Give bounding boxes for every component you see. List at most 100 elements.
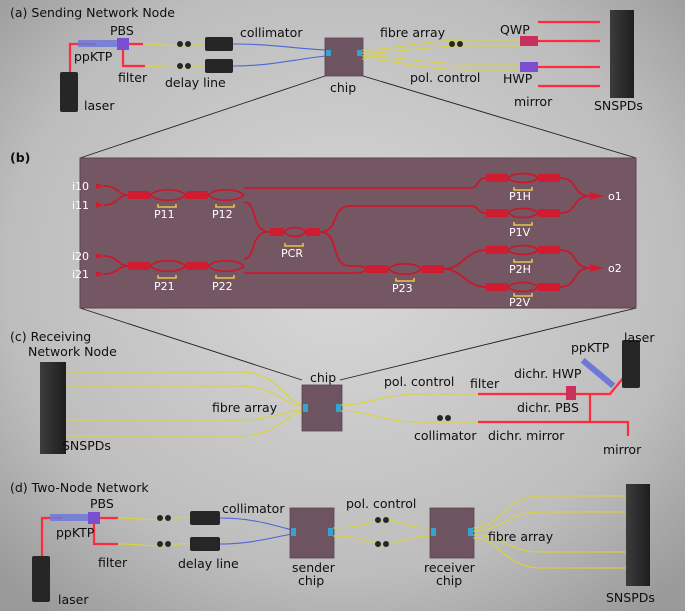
mmi-11a: [128, 191, 150, 199]
heater-p2v: [513, 293, 533, 297]
mirror-label-a: mirror: [514, 94, 553, 109]
ppktp-crystal-d: [50, 514, 90, 521]
mmi-1h-b: [538, 174, 560, 182]
mzi-p11: [149, 188, 187, 202]
mzi-pcr: [283, 226, 307, 238]
wg-pcr-to-bottom: [319, 231, 360, 267]
fibre-d-8: [472, 511, 628, 532]
heater-p1v: [513, 222, 533, 226]
laser-label-a: laser: [84, 98, 115, 113]
chip-label-a: chip: [330, 80, 356, 95]
delay-line-label-a: delay line: [165, 75, 226, 90]
fibre-loop-d-3: [157, 541, 163, 547]
fibre-c-6: [340, 410, 478, 423]
fibre-d-7: [472, 495, 628, 529]
wg-p23-in: [359, 265, 367, 274]
qwp-label-a: QWP: [500, 22, 530, 37]
panel-b-title: (b): [10, 150, 30, 165]
fibre-a-7: [361, 55, 520, 65]
chip-a-coupler-out: [357, 50, 362, 56]
split-beams-d: [92, 516, 118, 546]
snspds-label-c: SNSPDs: [62, 438, 111, 453]
receiver-chip-label-2: chip: [436, 573, 462, 588]
ps-p2v: P2V: [509, 296, 531, 309]
fibre-d-10: [472, 537, 628, 569]
pol-paddle-d-1: [375, 517, 381, 523]
qwp-a-1: [520, 36, 538, 46]
fibre-loop-a-3: [177, 63, 183, 69]
chip-label-c: chip: [310, 370, 336, 385]
filter-label-d: filter: [98, 555, 128, 570]
heater-p23: [395, 278, 415, 282]
zoom-lines-bottom: [79, 307, 637, 381]
fibre-a-1: [142, 42, 211, 47]
fibre-a-4: [232, 55, 327, 67]
ppktp-crystal-a: [78, 40, 118, 47]
wg-bottom-combine: [559, 249, 591, 288]
fibre-d-2: [117, 542, 191, 547]
mmi-23a: [366, 265, 388, 273]
panel-b: (b) i10 i11 i20 i21 P11 P12 PCR: [10, 150, 637, 309]
split-beams-a: [121, 42, 145, 68]
sender-chip-label-1: sender: [292, 560, 336, 575]
dichr-pbs-c: [566, 386, 576, 400]
fibre-a-8: [361, 58, 520, 71]
chip-c-coupler-out: [336, 404, 341, 412]
mmi-1v-a: [486, 209, 508, 217]
fibre-loop-a-2: [185, 41, 191, 47]
pol-control-label-d: pol. control: [346, 496, 416, 511]
fibre-c-2: [66, 385, 305, 407]
panel-c: (c) Receiving Network Node SNSPDs fibre …: [10, 329, 655, 457]
input-i11: i11: [72, 199, 89, 212]
fibre-loop-a-1: [177, 41, 183, 47]
mmi-2h-a: [486, 246, 508, 254]
ps-p1v: P1V: [509, 226, 531, 239]
fibre-d-9: [472, 534, 628, 553]
ps-p1h: P1H: [509, 190, 531, 203]
laser-label-d: laser: [58, 592, 89, 607]
panel-c-title-line2: Network Node: [28, 344, 117, 359]
wg-top-split: [469, 177, 487, 214]
mmi-2h-b: [538, 246, 560, 254]
wg-top-combine: [559, 177, 591, 214]
wg-top-to-pcr: [243, 201, 271, 233]
panel-a-title: (a) Sending Network Node: [10, 5, 175, 20]
pbs-cube-a: [117, 38, 129, 50]
fibre-loop-a-4: [185, 63, 191, 69]
fibre-c-4: [66, 411, 305, 437]
fibre-c-1: [66, 371, 305, 405]
wg-bottom-in: [103, 255, 129, 275]
collimator-label-a: collimator: [240, 25, 303, 40]
fibre-loop-d-4: [165, 541, 171, 547]
mirror-label-c: mirror: [603, 442, 642, 457]
output-o2: o2: [608, 262, 622, 275]
collimator-label-d: collimator: [222, 501, 285, 516]
collimator-d-1: [190, 511, 220, 525]
mzi-p2v: [507, 281, 539, 293]
ps-p12: P12: [212, 208, 233, 221]
input-tapers: [96, 183, 104, 277]
wg-pcr-to-top: [319, 205, 470, 233]
mmi-23b: [422, 265, 444, 273]
panel-a: (a) Sending Network Node PBS ppKTP laser…: [10, 5, 643, 113]
mmi-21b: [186, 262, 208, 270]
receiver-chip-label-1: receiver: [424, 560, 476, 575]
input-i20: i20: [72, 250, 89, 263]
output-o1: o1: [608, 190, 622, 203]
fibre-d-4: [219, 533, 293, 545]
pbs-cube-d: [88, 512, 100, 524]
mzi-p1v: [507, 207, 539, 219]
beams-to-snspd-a: [538, 20, 600, 88]
snspds-d: [626, 484, 650, 586]
mmi-2v-b: [538, 283, 560, 291]
pol-control-label-a: pol. control: [410, 70, 480, 85]
fibre-array-label-c: fibre array: [212, 400, 278, 415]
heater-p12: [215, 204, 235, 208]
input-i21: i21: [72, 268, 89, 281]
collimator-a-2: [205, 59, 233, 73]
mmi-1h-a: [486, 174, 508, 182]
heater-p11: [157, 204, 177, 208]
fibre-array-label-a: fibre array: [380, 25, 446, 40]
